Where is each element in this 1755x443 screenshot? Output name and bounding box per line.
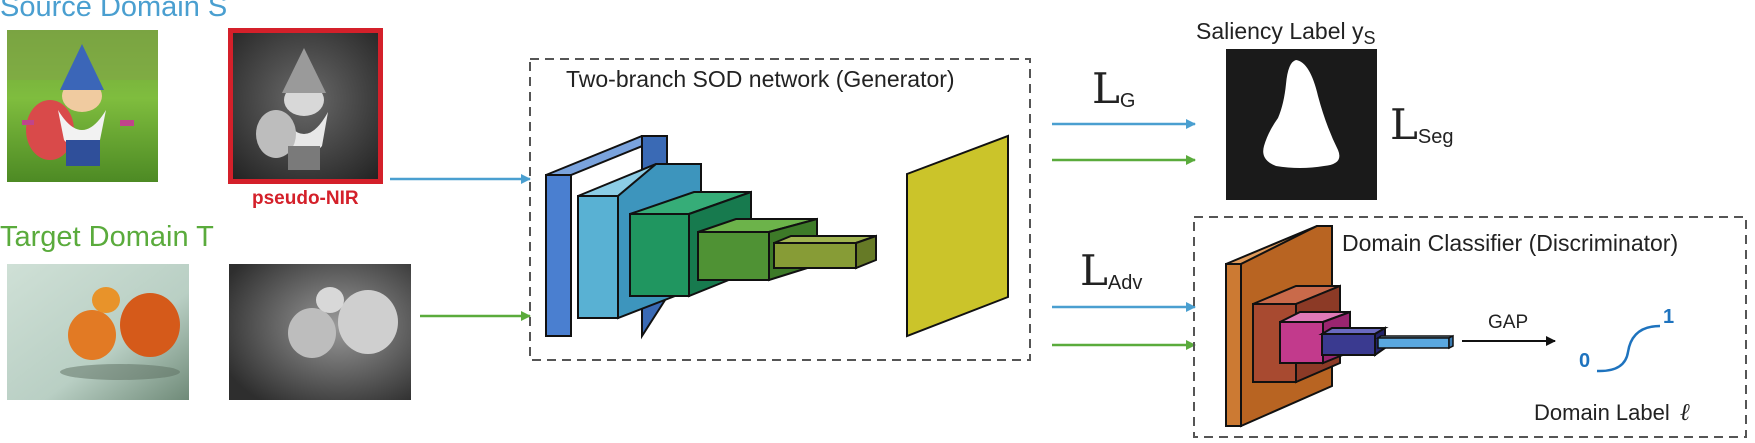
disc-block-4 — [1318, 326, 1389, 357]
gnome-rgb-photo — [7, 30, 158, 182]
loss-g: LG — [1092, 64, 1135, 113]
oranges-rgb-photo — [7, 264, 189, 400]
oranges-gray-photo — [229, 264, 411, 400]
generator-box — [529, 58, 1031, 361]
loss-seg-symbol: L — [1390, 100, 1418, 149]
gnome-nir-photo — [228, 28, 383, 184]
generator-title: Two-branch SOD network (Generator) — [566, 66, 955, 92]
loss-seg: LSeg — [1390, 100, 1453, 149]
gap-label: GAP — [1488, 312, 1529, 333]
saliency-mask — [1226, 49, 1377, 200]
discriminator-box — [1193, 216, 1747, 438]
saliency-label-text: Saliency Label y — [1196, 18, 1364, 44]
sigmoid-curve — [1596, 324, 1661, 373]
domain-label: Domain Label ℓ — [1534, 398, 1690, 427]
loss-g-sub: G — [1119, 90, 1136, 112]
discriminator-title: Domain Classifier (Discriminator) — [1342, 230, 1679, 256]
saliency-label-subscript: S — [1363, 28, 1376, 48]
loss-adv: LAdv — [1080, 246, 1142, 295]
target-domain-title: Target Domain T — [0, 221, 214, 253]
loss-g-symbol: L — [1092, 64, 1120, 113]
domain-one-label: 1 — [1663, 306, 1675, 328]
domain-zero-label: 0 — [1579, 350, 1591, 372]
disc-block-5 — [1375, 334, 1454, 350]
pseudo-nir-label: pseudo-NIR — [252, 188, 359, 209]
output-plane — [906, 134, 1009, 338]
saliency-label-title: Saliency Label yS — [1196, 18, 1376, 49]
domain-label-symbol: ℓ — [1679, 398, 1690, 426]
encoder-block-5 — [773, 234, 877, 270]
source-domain-title: Source Domain S — [0, 0, 228, 23]
loss-adv-sub: Adv — [1107, 272, 1143, 294]
loss-seg-sub: Seg — [1417, 126, 1454, 148]
loss-adv-symbol: L — [1080, 246, 1108, 295]
domain-label-text: Domain Label — [1534, 400, 1670, 425]
